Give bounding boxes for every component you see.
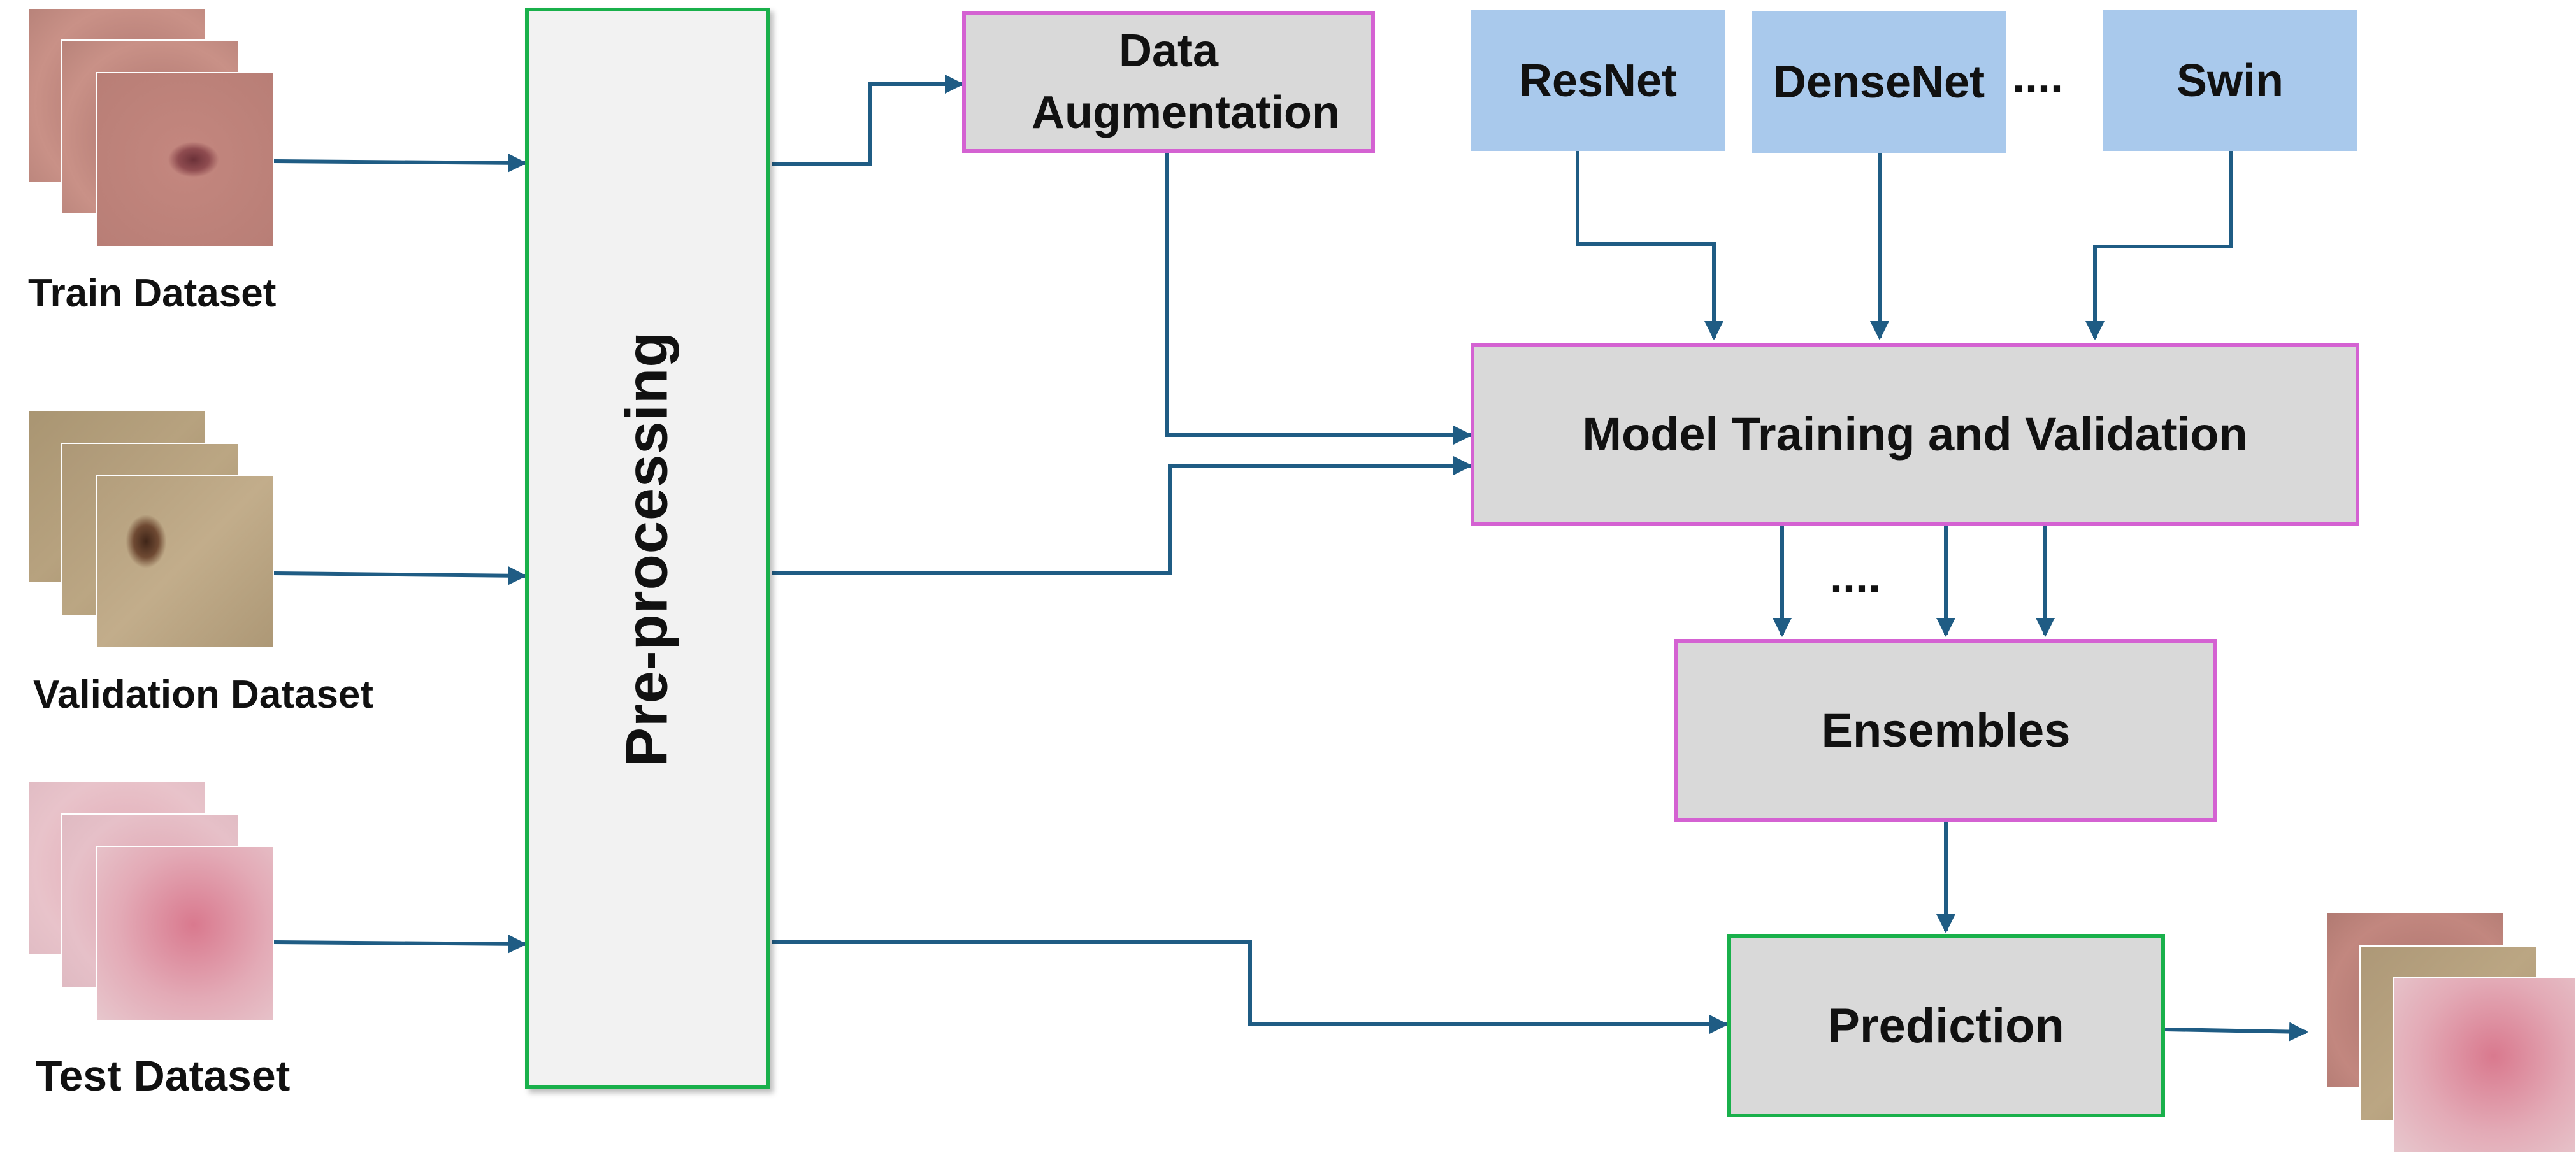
resnet-box: ResNet <box>1471 10 1725 151</box>
swin-label: Swin <box>2176 55 2284 106</box>
swin-box: Swin <box>2103 10 2357 151</box>
arrow-test-to-preprocessing <box>273 934 527 954</box>
arrow-preprocessing-to-prediction <box>772 940 1729 1034</box>
ensembles-box: Ensembles <box>1674 639 2217 822</box>
test-dataset-label: Test Dataset <box>36 1052 291 1100</box>
arrow-augmentation-to-training <box>1165 153 1472 445</box>
preprocessing-box: Pre-processing <box>525 8 770 1089</box>
data-augmentation-box: Data Augmentation <box>962 11 1375 153</box>
train-dataset-label: Train Dataset <box>28 271 277 315</box>
arrow-prediction-to-output <box>2164 1022 2308 1042</box>
model-training-box: Model Training and Validation <box>1471 343 2359 526</box>
training-ellipsis: .... <box>1830 552 1882 603</box>
data-augmentation-label: Data Augmentation <box>1032 25 1340 138</box>
arrow-resnet-to-training <box>1576 151 1723 340</box>
densenet-box: DenseNet <box>1752 11 2006 153</box>
models-ellipsis: .... <box>2012 52 2064 103</box>
output-image-3 <box>2393 977 2576 1153</box>
prediction-label: Prediction <box>1827 998 2064 1053</box>
model-training-label: Model Training and Validation <box>1582 408 2248 461</box>
resnet-label: ResNet <box>1518 55 1678 106</box>
arrow-train-to-preprocessing <box>273 153 527 173</box>
preprocessing-label: Pre-processing <box>614 331 680 766</box>
arrow-preprocessing-to-augmentation <box>772 75 964 166</box>
densenet-label: DenseNet <box>1773 57 1985 108</box>
test-image-3 <box>96 846 274 1021</box>
train-image-3 <box>96 72 274 247</box>
arrow-validation-to-preprocessing <box>273 566 527 585</box>
arrow-preprocessing-to-training <box>772 456 1472 575</box>
validation-dataset-label: Validation Dataset <box>33 673 374 717</box>
arrow-swin-to-training <box>2085 151 2233 340</box>
ensembles-label: Ensembles <box>1821 704 2071 757</box>
validation-image-3 <box>96 475 274 648</box>
prediction-box: Prediction <box>1727 934 2165 1117</box>
